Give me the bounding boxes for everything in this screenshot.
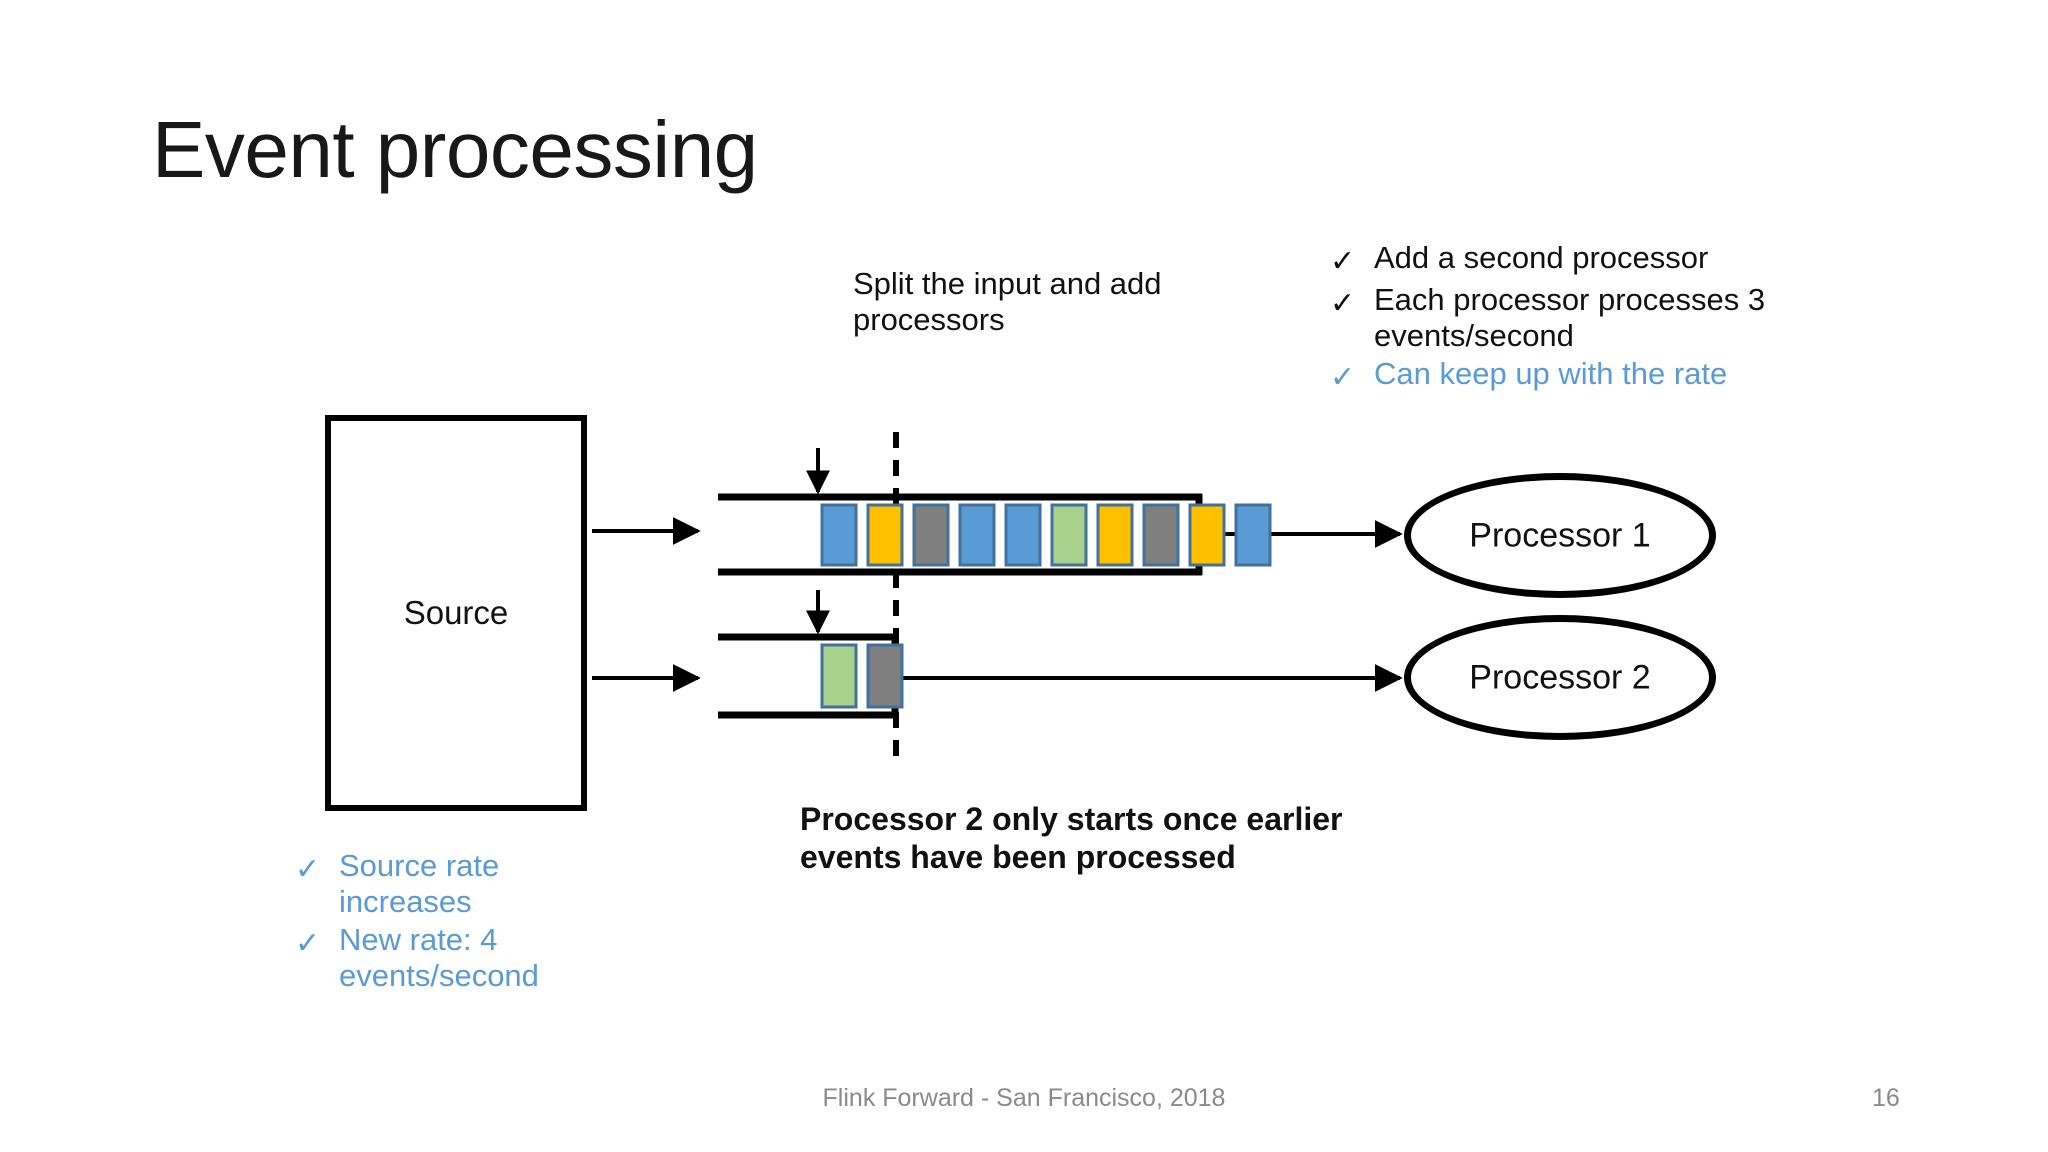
event-block-gray [1142, 503, 1180, 567]
event-block-blue [1234, 503, 1272, 567]
bullet-text: Add a second processor [1374, 240, 1709, 275]
footer-text: Flink Forward - San Francisco, 2018 [822, 1084, 1226, 1112]
event-block-gray [866, 643, 904, 709]
event-block-green [1050, 503, 1088, 567]
bullet-item: ✓ New rate: 4 events/second [295, 922, 595, 995]
event-block-green [820, 643, 858, 709]
bullet-list-left: ✓ Source rate increases ✓ New rate: 4 ev… [295, 848, 595, 995]
event-block-blue [958, 503, 996, 567]
queue-bottom-blocks [820, 643, 904, 709]
page-title: Event processing [152, 105, 758, 194]
bullet-item: ✓ Source rate increases [295, 848, 595, 921]
event-block-orange [866, 503, 904, 567]
bullet-text: Can keep up with the rate [1374, 355, 1728, 391]
check-icon: ✓ [1330, 287, 1356, 320]
processor-1-node: Processor 1 [1404, 473, 1716, 598]
bullet-item: ✓ Add a second processor [1330, 240, 1850, 281]
queue-top-blocks [820, 503, 1272, 567]
event-block-blue [820, 503, 858, 567]
bullet-item: ✓ Each processor processes 3 events/seco… [1330, 282, 1850, 355]
processor-1-label: Processor 1 [1469, 516, 1651, 554]
check-icon: ✓ [1330, 245, 1356, 278]
bullet-text: Each processor processes 3 events/second [1374, 282, 1766, 354]
page-number: 16 [1872, 1084, 1900, 1112]
check-icon: ✓ [295, 853, 321, 886]
source-box: Source [325, 415, 587, 811]
check-icon: ✓ [1330, 360, 1356, 394]
bullet-text: Source rate increases [339, 848, 500, 920]
event-block-gray [912, 503, 950, 567]
check-icon: ✓ [295, 926, 321, 960]
event-block-orange [1188, 503, 1226, 567]
processor-2-label: Processor 2 [1469, 658, 1651, 696]
event-block-orange [1096, 503, 1134, 567]
source-label: Source [403, 594, 509, 631]
split-input-note: Split the input and add processors [853, 266, 1162, 338]
event-block-blue [1004, 503, 1042, 567]
processor2-note: Processor 2 only starts once earlier eve… [800, 801, 1343, 876]
bullet-text: New rate: 4 events/second [339, 921, 539, 993]
bullet-item: ✓ Can keep up with the rate [1330, 356, 1850, 397]
bullet-list-right: ✓ Add a second processor ✓ Each processo… [1330, 240, 1850, 398]
processor-2-node: Processor 2 [1404, 615, 1716, 740]
